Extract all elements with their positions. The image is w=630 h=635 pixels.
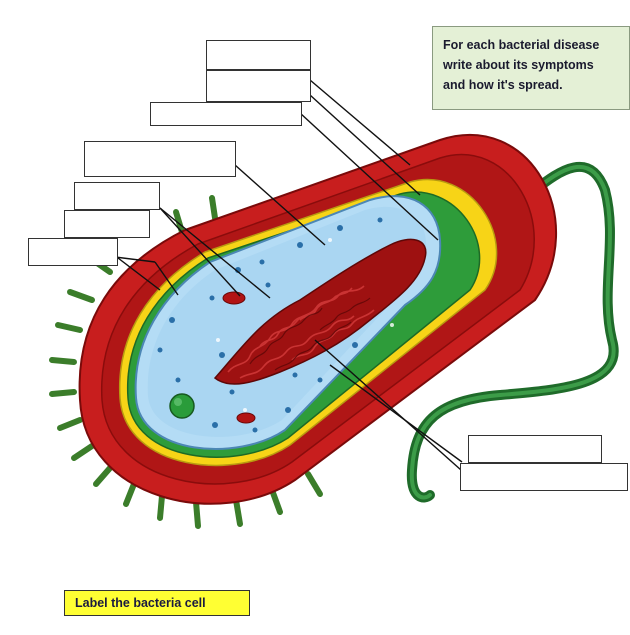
label-box-9[interactable]: [460, 463, 628, 491]
label-box-8[interactable]: [468, 435, 602, 463]
plasmid-small: [237, 413, 255, 423]
instructions-note: For each bacterial disease write about i…: [432, 26, 630, 110]
label-box-1[interactable]: [206, 40, 311, 70]
task-label: Label the bacteria cell: [64, 590, 250, 616]
plasmid: [223, 292, 245, 304]
instructions-line-2: write about its symptoms: [443, 55, 629, 75]
label-box-2[interactable]: [206, 70, 311, 102]
label-box-3[interactable]: [150, 102, 302, 126]
label-box-7[interactable]: [28, 238, 118, 266]
label-box-4[interactable]: [84, 141, 236, 177]
instructions-line-1: For each bacterial disease: [443, 35, 629, 55]
storage-granule: [170, 394, 194, 418]
label-box-6[interactable]: [64, 210, 150, 238]
label-box-5[interactable]: [74, 182, 160, 210]
instructions-line-3: and how it's spread.: [443, 75, 629, 95]
